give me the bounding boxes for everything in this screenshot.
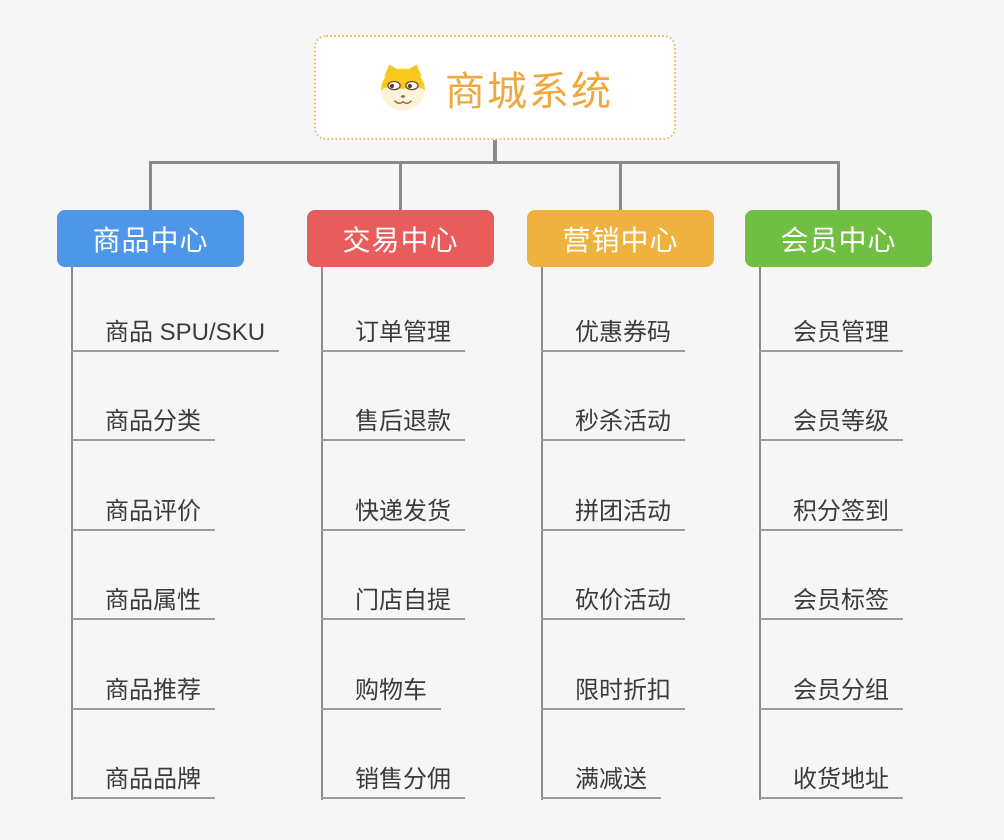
connector-branch-drop xyxy=(149,161,152,210)
leaf-node[interactable]: 拼团活动 xyxy=(541,495,685,531)
leaf-node[interactable]: 砍价活动 xyxy=(541,584,685,620)
branch-node-3[interactable]: 会员中心 xyxy=(745,210,932,267)
leaf-node[interactable]: 商品评价 xyxy=(71,495,215,531)
branch-label: 会员中心 xyxy=(780,224,897,256)
leaf-node[interactable]: 购物车 xyxy=(321,674,441,710)
leaf-node[interactable]: 秒杀活动 xyxy=(541,405,685,441)
leaf-node[interactable]: 快递发货 xyxy=(321,495,465,531)
connector-branch-drop xyxy=(837,161,840,210)
leaf-node[interactable]: 会员标签 xyxy=(759,584,903,620)
connector-branch-trunk xyxy=(759,267,761,800)
connector-branch-drop xyxy=(619,161,622,210)
leaf-node[interactable]: 订单管理 xyxy=(321,316,465,352)
leaf-node[interactable]: 商品属性 xyxy=(71,584,215,620)
branch-node-0[interactable]: 商品中心 xyxy=(57,210,244,267)
connector-bus xyxy=(149,161,840,164)
branch-label: 交易中心 xyxy=(342,224,459,256)
leaf-node[interactable]: 商品 SPU/SKU xyxy=(71,316,280,352)
leaf-node[interactable]: 会员分组 xyxy=(759,674,903,710)
connector-root-stub xyxy=(493,140,497,164)
leaf-node[interactable]: 限时折扣 xyxy=(541,674,685,710)
leaf-node[interactable]: 会员等级 xyxy=(759,405,903,441)
connector-branch-drop xyxy=(399,161,402,210)
branch-node-1[interactable]: 交易中心 xyxy=(307,210,494,267)
leaf-node[interactable]: 销售分佣 xyxy=(321,763,465,799)
branch-node-2[interactable]: 营销中心 xyxy=(527,210,714,267)
connector-branch-trunk xyxy=(71,267,73,800)
leaf-node[interactable]: 商品品牌 xyxy=(71,763,215,799)
leaf-node[interactable]: 会员管理 xyxy=(759,316,903,352)
shiba-dog-icon xyxy=(377,63,429,113)
leaf-node[interactable]: 商品推荐 xyxy=(71,674,215,710)
leaf-node[interactable]: 满减送 xyxy=(541,763,661,799)
connector-branch-trunk xyxy=(541,267,543,800)
leaf-node[interactable]: 门店自提 xyxy=(321,584,465,620)
branch-label: 商品中心 xyxy=(92,224,209,256)
root-title: 商城系统 xyxy=(445,69,613,114)
leaf-node[interactable]: 优惠券码 xyxy=(541,316,685,352)
branch-label: 营销中心 xyxy=(562,224,679,256)
root-node[interactable]: 商城系统 xyxy=(314,35,676,140)
connector-branch-trunk xyxy=(321,267,323,800)
leaf-node[interactable]: 售后退款 xyxy=(321,405,465,441)
leaf-node[interactable]: 积分签到 xyxy=(759,495,903,531)
leaf-node[interactable]: 商品分类 xyxy=(71,405,215,441)
leaf-node[interactable]: 收货地址 xyxy=(759,763,903,799)
